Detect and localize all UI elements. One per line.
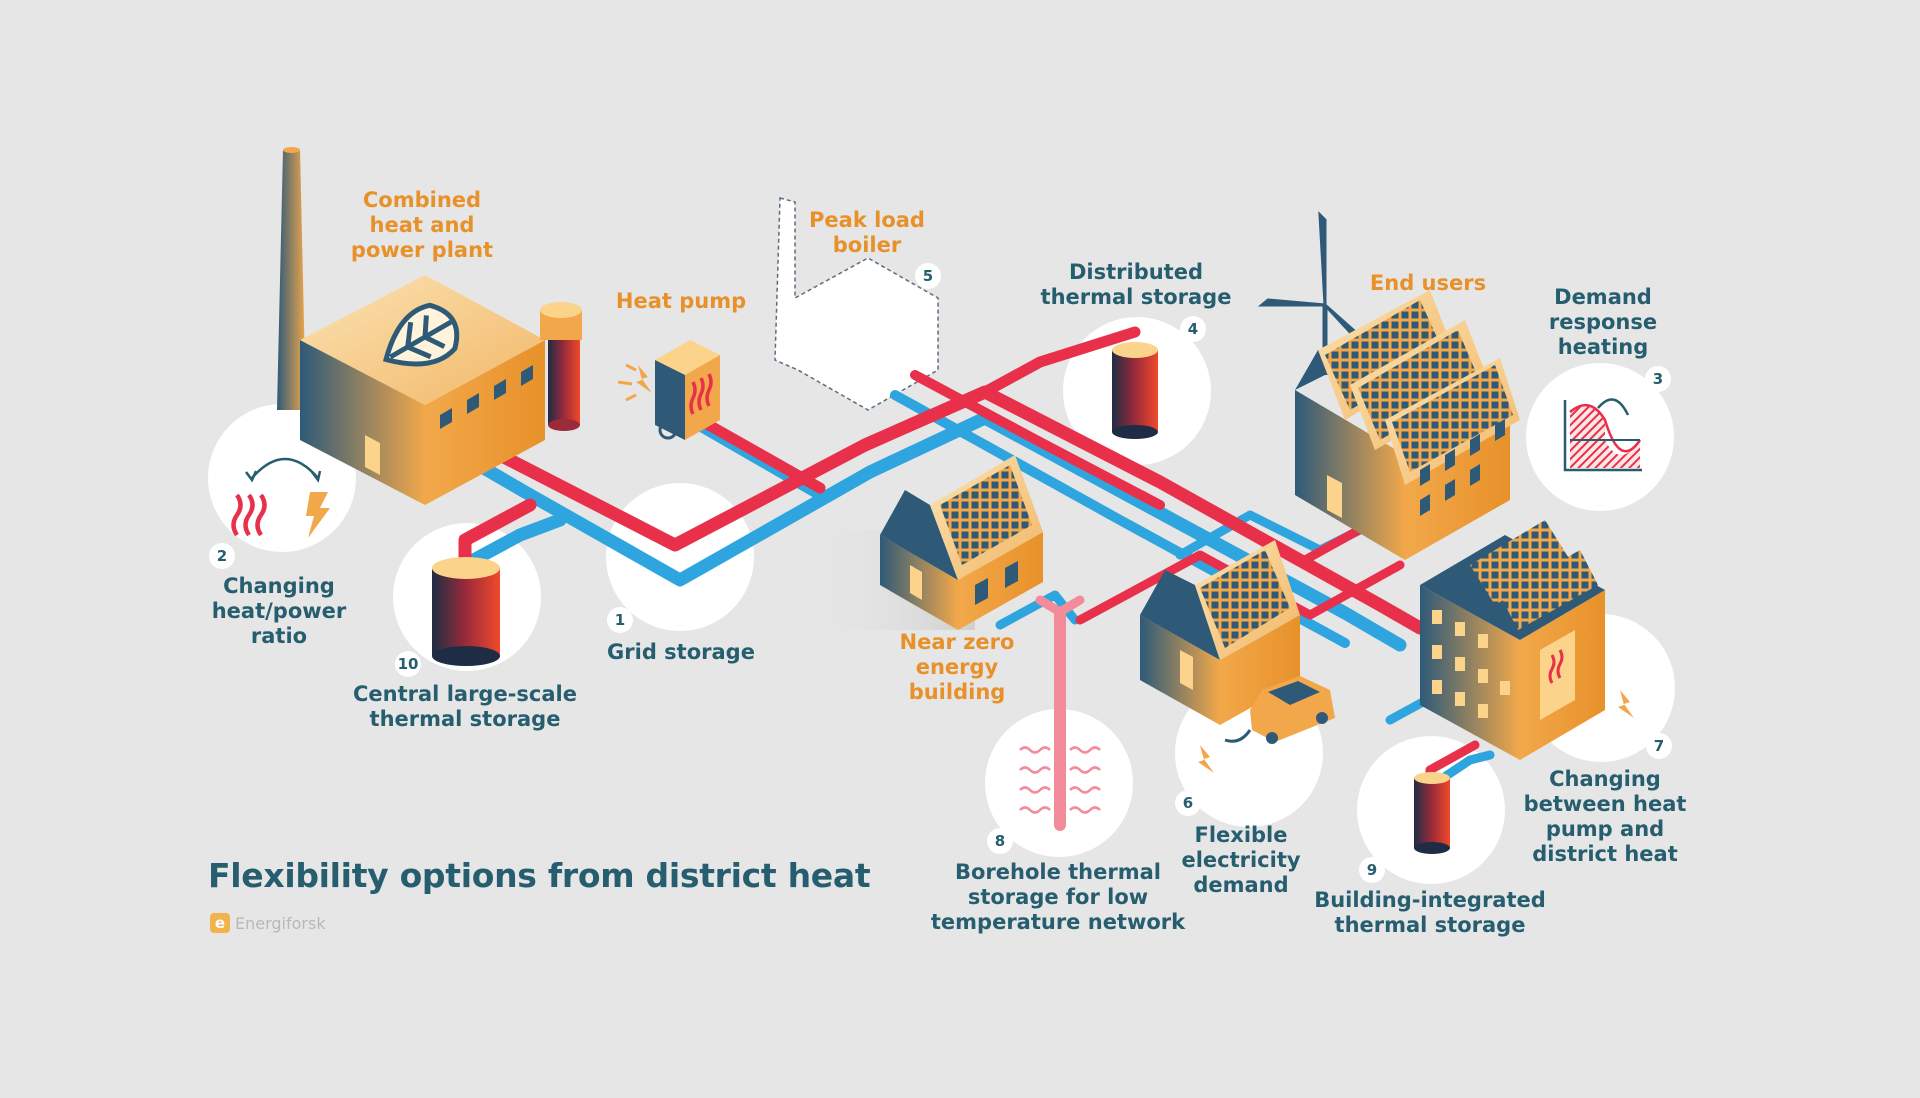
badge-borehole: 8: [987, 828, 1013, 854]
demand-curve-icon: [1563, 398, 1642, 472]
badge-central-storage: 10: [395, 651, 421, 677]
lightning-icon: [1198, 745, 1214, 773]
solar-panel-icon: [1358, 330, 1480, 440]
distributed-storage-tank: [1112, 342, 1158, 439]
badge-building-storage: 9: [1359, 857, 1385, 883]
flex-electricity-house: [1140, 540, 1300, 725]
building-storage-tank: [1414, 772, 1450, 854]
label-borehole: Borehole thermal storage for low tempera…: [930, 860, 1186, 934]
label-flex-electricity: Flexible electricity demand: [1181, 823, 1301, 897]
page-title: Flexibility options from district heat: [208, 856, 871, 895]
supply-pipe-distributed: [979, 326, 1141, 398]
label-end-users: End users: [1369, 271, 1487, 295]
brand-mark-icon: e: [210, 913, 230, 933]
return-pipe-building: [1435, 750, 1495, 785]
return-pipe-storage: [463, 513, 567, 569]
chp-side-tank: [540, 302, 582, 431]
borehole-waves: [1019, 746, 1101, 814]
return-pipe-main: [463, 411, 1407, 652]
heat-waves-icon: [689, 373, 713, 415]
solar-panel-icon: [1500, 550, 1598, 630]
label-chp: Combined heat and power plant: [350, 188, 494, 262]
brand-name: Energiforsk: [235, 913, 326, 933]
label-heat-power-ratio: Changing heat/power ratio: [211, 574, 347, 648]
label-distributed-storage: Distributed thermal storage: [1040, 260, 1232, 309]
solar-panel-icon: [1470, 520, 1570, 605]
heat-power-icons: [231, 457, 330, 538]
heat-waves-icon: [231, 493, 267, 537]
badge-grid-storage: 1: [607, 607, 633, 633]
solar-panel-icon: [1200, 550, 1290, 648]
supply-pipe-storage: [458, 498, 537, 567]
central-storage-tank: [432, 557, 500, 666]
supply-pipe-boiler: [910, 370, 1165, 510]
nzeb-house: [880, 455, 1043, 630]
label-central-storage: Central large-scale thermal storage: [353, 682, 577, 731]
badge-distributed-storage: 4: [1180, 316, 1206, 342]
lightning-icon: [1618, 690, 1634, 718]
lightning-icon: [306, 492, 330, 538]
borehole-pipe-join: [1035, 595, 1085, 617]
label-hp-dh-switch: Changing between heat pump and district …: [1523, 767, 1687, 866]
lightning-icon: [636, 365, 652, 393]
peak-load-boiler: [774, 197, 939, 411]
heat-pump: [617, 340, 720, 440]
leaf-icon: [382, 302, 460, 367]
label-heat-pump: Heat pump: [615, 289, 747, 313]
label-nzeb: Near zero energy building: [899, 630, 1015, 704]
label-demand-response: Demand response heating: [1548, 285, 1658, 359]
badge-peak-boiler: 5: [915, 263, 941, 289]
chp-chimney: [277, 147, 306, 410]
label-peak-boiler: Peak load boiler: [809, 208, 925, 257]
badge-flex-electricity: 6: [1175, 790, 1201, 816]
cycle-arrow-icon: [251, 457, 319, 479]
solar-panel-icon: [940, 465, 1032, 565]
solar-panel-icon: [1392, 365, 1513, 472]
label-building-storage: Building-integrated thermal storage: [1314, 888, 1546, 937]
apartment-building: [1420, 520, 1634, 760]
badge-hp-dh-switch: 7: [1646, 733, 1672, 759]
badge-heat-power-ratio: 2: [209, 543, 235, 569]
electric-car-icon: [1198, 676, 1335, 773]
heat-waves-icon: [1548, 649, 1564, 684]
badge-demand-response: 3: [1645, 366, 1671, 392]
label-grid-storage: Grid storage: [607, 640, 755, 664]
brand-logo: e Energiforsk: [210, 913, 326, 933]
end-users-building: [1295, 290, 1520, 560]
chp-building: [300, 275, 545, 505]
